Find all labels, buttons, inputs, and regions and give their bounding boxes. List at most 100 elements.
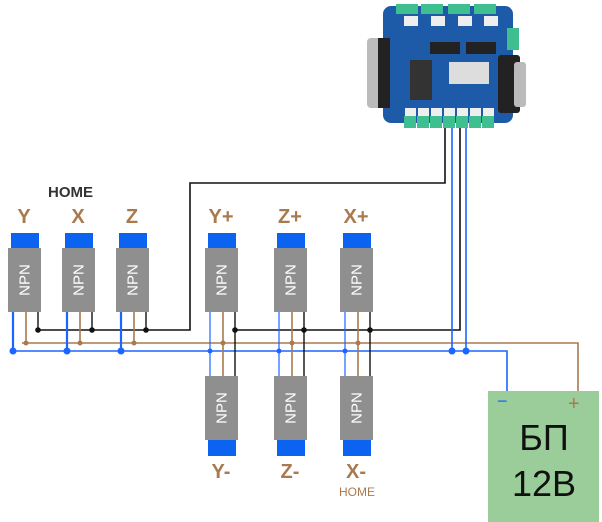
connector: [484, 16, 498, 26]
controller-board: [367, 4, 526, 128]
sensor-type-label: NPN: [125, 264, 142, 296]
junction-dot: [77, 340, 83, 346]
connector: [404, 16, 418, 26]
npn-sensor: NPN Z: [116, 206, 149, 312]
sensor-label: X+: [343, 206, 368, 228]
sensor-body: [340, 248, 373, 312]
power-supply-box: [488, 391, 599, 522]
sensor-label: Y+: [208, 206, 233, 228]
sensor-head: [343, 233, 371, 249]
sensor-type-label: NPN: [214, 392, 231, 424]
sensor-head: [65, 233, 93, 249]
terminal-block: [469, 116, 481, 128]
sensor-head: [208, 440, 236, 456]
psu-voltage: 12В: [512, 463, 576, 504]
power-supply: − + БП 12В: [488, 391, 599, 522]
junction-dot: [462, 347, 470, 355]
npn-sensor: NPN Z+: [274, 206, 307, 312]
junction-dot: [89, 327, 95, 333]
connector: [470, 108, 481, 116]
connector: [418, 108, 429, 116]
junction-dot: [63, 347, 71, 355]
sensor-type-label: NPN: [349, 392, 366, 424]
wire-limit-signal: [233, 128, 461, 331]
sensor-head: [11, 233, 39, 249]
connector: [444, 108, 455, 116]
power-terminal: [507, 28, 519, 50]
connector: [483, 108, 494, 116]
terminal-block: [443, 116, 455, 128]
terminal-block: [396, 4, 418, 14]
sensor-type-label: NPN: [283, 392, 300, 424]
sensor-body: [274, 376, 307, 440]
sensor-body: [274, 248, 307, 312]
terminal-block: [482, 116, 494, 128]
connector: [431, 108, 442, 116]
sensor-label: Y: [17, 206, 31, 228]
sensor-body: [205, 376, 238, 440]
sensor-body: [340, 376, 373, 440]
sensor-head: [343, 440, 371, 456]
terminal-block: [417, 116, 429, 128]
npn-sensor: NPN Y+: [205, 206, 238, 312]
chip: [430, 42, 460, 54]
sensor-head: [208, 233, 236, 249]
sensor-type-label: NPN: [17, 264, 34, 296]
junction-dot: [117, 347, 125, 355]
sensor-body: [8, 248, 41, 312]
sensor-head: [277, 440, 305, 456]
junction-dot: [9, 347, 17, 355]
sensor-body: [116, 248, 149, 312]
junction-dot: [143, 327, 149, 333]
db9-shell: [514, 62, 526, 107]
junction-dot: [448, 347, 456, 355]
terminal-block: [474, 4, 496, 14]
home-group-label: HOME: [48, 184, 93, 201]
psu-minus-terminal: −: [497, 391, 508, 411]
sensor-label: Z-: [281, 461, 300, 483]
terminal-block: [430, 116, 442, 128]
chip: [466, 42, 496, 54]
npn-sensor: NPN Y-: [205, 376, 238, 483]
npn-sensor: NPN Y: [8, 206, 41, 312]
sensor-head: [277, 233, 305, 249]
db25-body: [378, 38, 390, 108]
wires: [9, 128, 579, 395]
sensor-label: Z+: [278, 206, 302, 228]
junction-dot: [35, 327, 41, 333]
psu-title: БП: [519, 417, 569, 458]
terminal-block: [456, 116, 468, 128]
wire-minus-bus: [11, 350, 508, 395]
junction-dot: [131, 340, 137, 346]
wire-plus-bus: [22, 342, 579, 395]
terminal-block: [404, 116, 416, 128]
sensor-head: [119, 233, 147, 249]
npn-sensor: NPN Z-: [274, 376, 307, 483]
terminal-block: [421, 4, 443, 14]
sensor-type-label: NPN: [283, 264, 300, 296]
terminal-block: [448, 4, 470, 14]
sensor-body: [62, 248, 95, 312]
npn-sensor: NPN X+: [340, 206, 373, 312]
chip-array: [410, 60, 432, 100]
sensor-type-label: NPN: [71, 264, 88, 296]
sensor-label: X: [71, 206, 85, 228]
sensor-type-label: NPN: [214, 264, 231, 296]
connector: [431, 16, 445, 26]
connector: [457, 108, 468, 116]
sensors: NPNYNPNXNPNZNPNY+NPNZ+NPNX+NPNY-NPNZ-NPN…: [8, 206, 375, 499]
sensor-label: X-: [346, 461, 366, 483]
connector: [458, 16, 472, 26]
sensor-body: [205, 248, 238, 312]
wire-home-signal: [37, 128, 446, 331]
sensor-type-label: NPN: [349, 264, 366, 296]
junction-dot: [23, 340, 29, 346]
sensor-label: Z: [126, 206, 138, 228]
npn-sensor: NPN X: [62, 206, 95, 312]
sensor-label: Y-: [212, 461, 231, 483]
heatsink: [449, 62, 489, 84]
psu-plus-terminal: +: [568, 393, 580, 415]
